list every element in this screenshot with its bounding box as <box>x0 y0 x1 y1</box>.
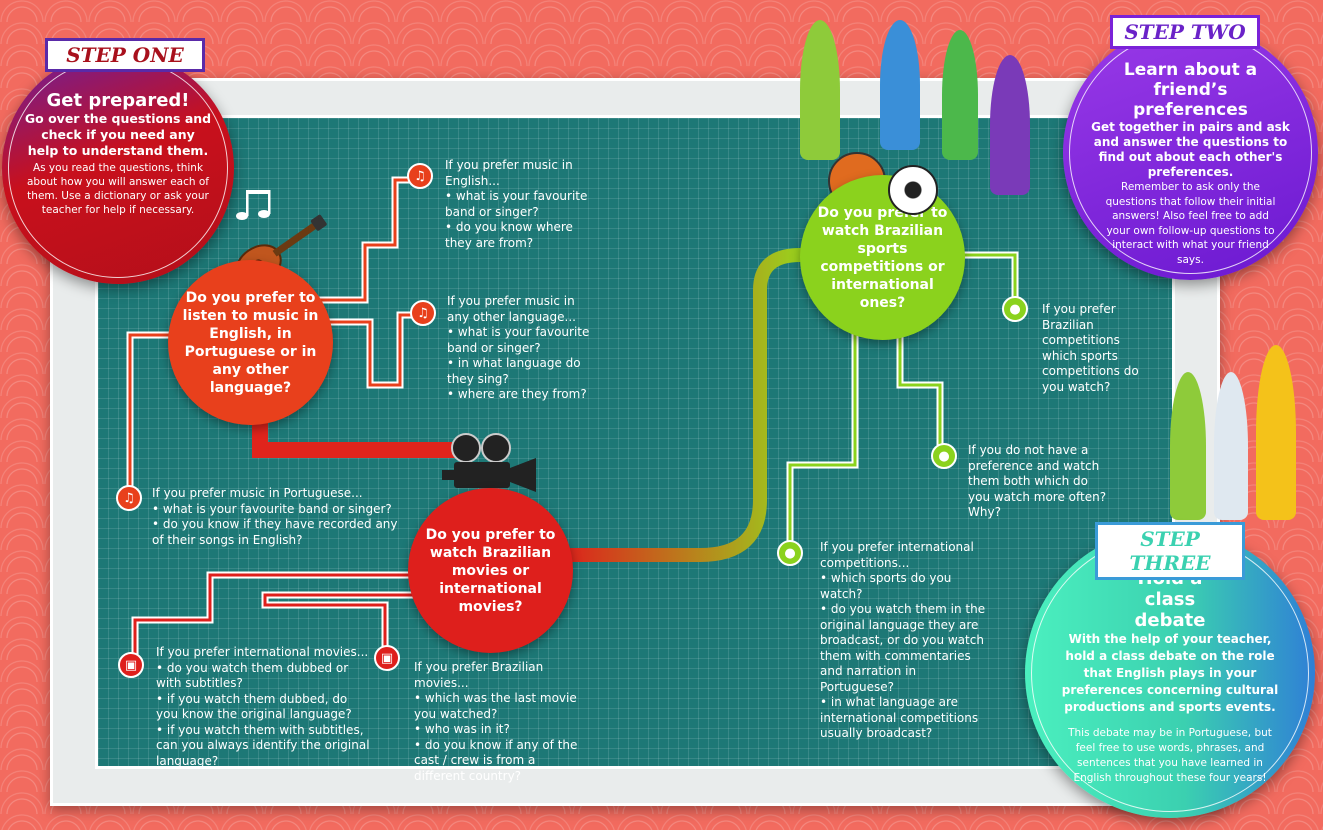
step-three-banner: STEP THREE <box>1095 522 1245 580</box>
step-two-lead: Get together in pairs and ask and answer… <box>1091 120 1290 179</box>
question-item: in what language do they sing? <box>447 356 597 387</box>
soccer-ball-icon <box>888 165 938 215</box>
step-one-lead: Go over the questions and check if you n… <box>24 111 212 158</box>
block-intro: If you prefer Brazilian competitions whi… <box>1042 302 1139 394</box>
step-two-body: Remember to ask only the questions that … <box>1105 181 1276 266</box>
sports-brazilian-block: If you prefer Brazilian competitions whi… <box>1042 302 1157 395</box>
step-two-title: Learn about a friend’s preferences <box>1123 60 1258 120</box>
question-item: do you know if any of the cast / crew is… <box>414 738 582 785</box>
movies-international-block: If you prefer international movies... do … <box>156 645 371 769</box>
music-note-icon: ♫ <box>410 300 436 326</box>
sports-question: Do you prefer to watch Brazilian sports … <box>817 204 948 311</box>
step-three-body: This debate may be in Portuguese, but fe… <box>1068 727 1272 784</box>
block-intro: If you prefer music in any other languag… <box>447 294 576 324</box>
film-camera-icon <box>442 433 536 492</box>
music-notes-icon <box>236 190 271 220</box>
sports-international-block: If you prefer international competitions… <box>820 540 990 742</box>
question-item: do you watch them dubbed or with subtitl… <box>156 661 371 692</box>
step-two-banner: STEP TWO <box>1110 15 1260 49</box>
music-question: Do you prefer to listen to music in Engl… <box>182 289 319 396</box>
step-three-circle: Hold a class debate With the help of you… <box>1025 528 1315 818</box>
question-item: who was in it? <box>414 722 582 738</box>
question-item: what is your favourite band or singer? <box>445 189 595 220</box>
block-intro: If you prefer international competitions… <box>820 540 974 570</box>
question-item: do you know where they are from? <box>445 220 595 251</box>
question-item: what is your favourite band or singer? <box>152 502 402 518</box>
block-intro: If you prefer international movies... <box>156 645 369 659</box>
balls-icon: ● <box>1002 296 1028 322</box>
step-one-body: As you read the questions, think about h… <box>27 162 209 216</box>
music-portuguese-block: If you prefer music in Portuguese... what… <box>152 486 402 548</box>
sports-question-circle: Do you prefer to watch Brazilian sports … <box>800 175 965 340</box>
step-one-banner: STEP ONE <box>45 38 205 72</box>
step-three-lead: With the help of your teacher, hold a cl… <box>1061 632 1279 714</box>
film-camera-icon: ▣ <box>374 645 400 671</box>
question-item: where are they from? <box>447 387 597 403</box>
block-intro: If you prefer music in English... <box>445 158 573 188</box>
question-item: what is your favourite band or singer? <box>447 325 597 356</box>
grid-panel <box>95 115 1175 769</box>
music-other-block: If you prefer music in any other languag… <box>447 294 597 403</box>
block-intro: If you prefer Brazilian movies... <box>414 660 544 690</box>
block-intro: If you prefer music in Portuguese... <box>152 486 363 500</box>
music-note-icon: ♫ <box>116 485 142 511</box>
sports-both-block: If you do not have a preference and watc… <box>968 443 1113 521</box>
movies-brazilian-block: If you prefer Brazilian movies...which w… <box>414 660 582 784</box>
question-item: which was the last movie you watched? <box>414 691 582 722</box>
step-two-circle: Learn about a friend’s preferences Get t… <box>1063 25 1318 280</box>
music-question-circle: Do you prefer to listen to music in Engl… <box>168 260 333 425</box>
board <box>50 78 1220 806</box>
music-english-block: If you prefer music in English...what is… <box>445 158 595 251</box>
step-one-circle: Get prepared! Go over the questions and … <box>2 52 234 284</box>
movies-question-circle: Do you prefer to watch Brazilian movies … <box>408 488 573 653</box>
question-item: if you watch them with subtitles, can yo… <box>156 723 371 770</box>
balls-icon: ● <box>777 540 803 566</box>
question-item: do you know if they have recorded any of… <box>152 517 402 548</box>
music-note-icon: ♫ <box>407 163 433 189</box>
balls-icon: ● <box>931 443 957 469</box>
question-item: if you watch them dubbed, do you know th… <box>156 692 371 723</box>
question-item: in what language are international compe… <box>820 695 990 742</box>
step-one-title: Get prepared! <box>46 90 190 111</box>
block-intro: If you do not have a preference and watc… <box>968 443 1107 519</box>
question-item: do you watch them in the original langua… <box>820 602 990 695</box>
movies-question: Do you prefer to watch Brazilian movies … <box>425 526 556 615</box>
film-camera-icon: ▣ <box>118 652 144 678</box>
question-item: which sports do you watch? <box>820 571 990 602</box>
